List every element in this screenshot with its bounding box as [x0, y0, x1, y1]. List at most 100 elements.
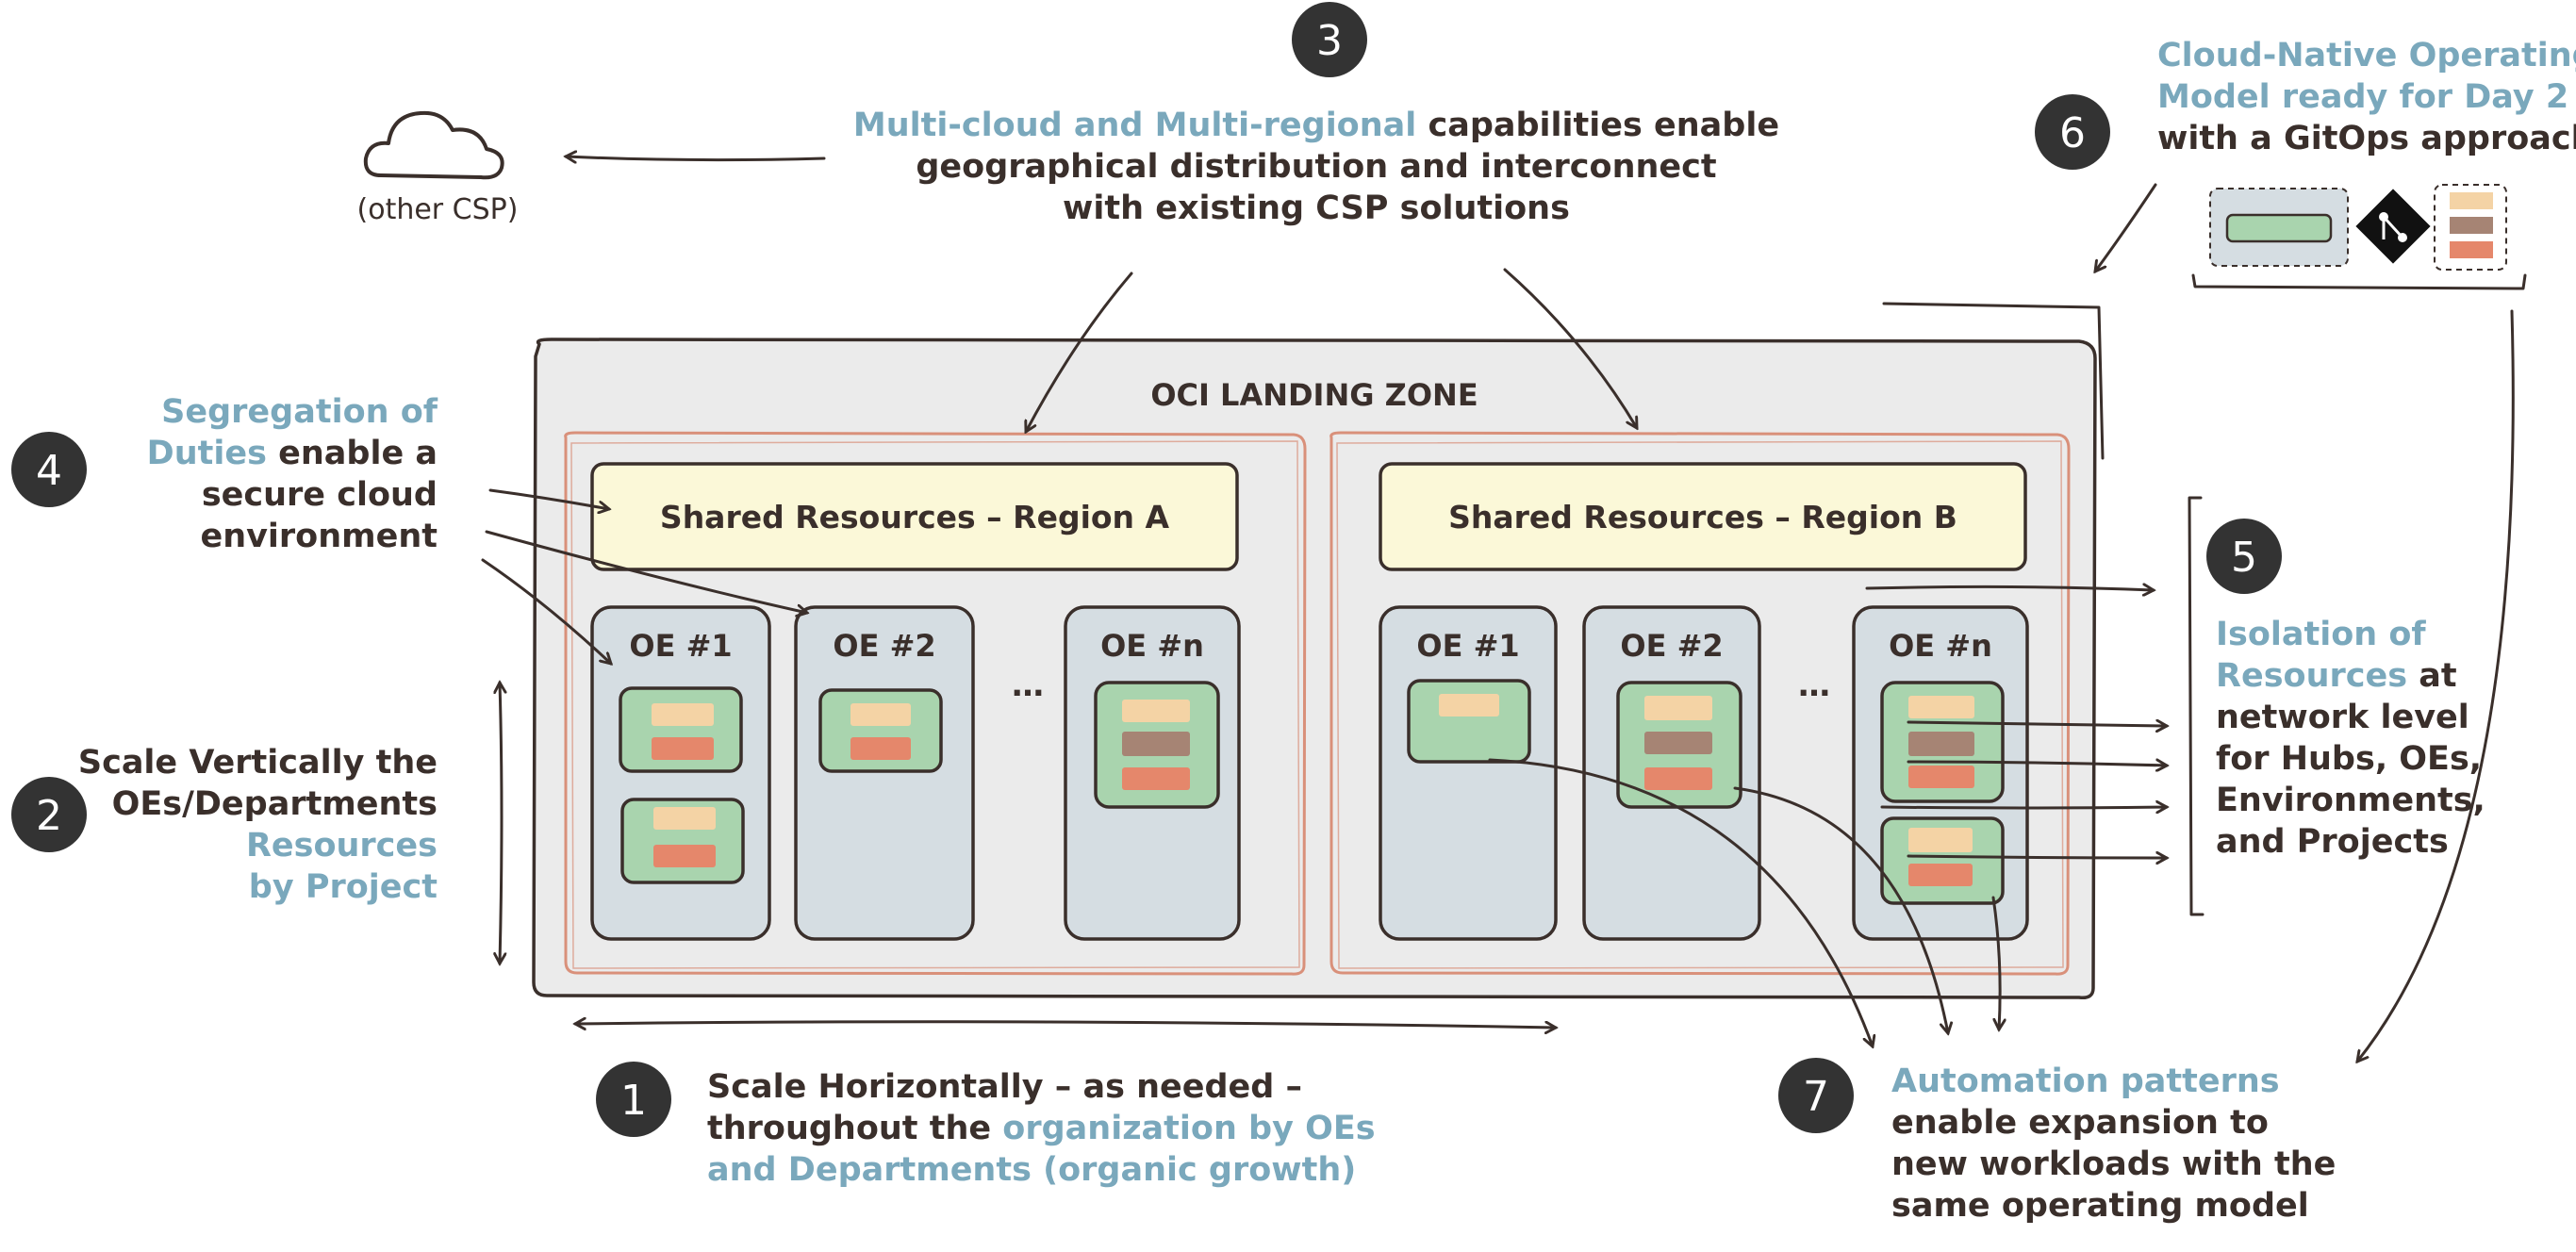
gitops-bracket [2191, 273, 2527, 290]
region-b-oe-1: OE #1 [1379, 605, 1558, 941]
oe-label: OE #n [1100, 628, 1204, 664]
gitops-target-box [2434, 184, 2507, 271]
callout-5-line3: network level [2216, 699, 2469, 736]
shared-resources-region-a: Shared Resources – Region A [590, 462, 1239, 571]
region-a-oe-n: OE #n [1064, 605, 1241, 941]
arrow-scale-vertical [500, 683, 502, 964]
region-a-oe-1: OE #1 [590, 605, 771, 941]
workload-box [1094, 681, 1220, 809]
shared-resources-region-b-label: Shared Resources – Region B [1448, 499, 1957, 535]
workload-box [1880, 681, 2005, 803]
callout-7-line4: same operating model [1891, 1187, 2309, 1225]
callout-2-number: 2 [36, 792, 62, 840]
oe-label: OE #1 [1416, 628, 1519, 664]
oe-label: OE #n [1889, 628, 1992, 664]
callout-5-line4: for Hubs, OEs, [2216, 740, 2482, 778]
callout-4-line1: Segregation of [161, 393, 438, 431]
callout-2: 2 Scale Vertically the OEs/Departments R… [11, 744, 438, 906]
arrow-duties-to-oe1 [481, 558, 611, 664]
isolation-bracket [2188, 496, 2204, 916]
callout-4-line4: environment [200, 518, 438, 555]
workload-box [1616, 681, 1742, 809]
callout-6-line3: with a GitOps approach [2157, 120, 2576, 157]
callout-6-line2: Model ready for Day 2 [2157, 78, 2568, 116]
callout-3-highlight: Multi-cloud and Multi-regional [853, 107, 1416, 144]
callout-1-number: 1 [620, 1077, 647, 1125]
callout-7-line1: Automation patterns [1891, 1063, 2280, 1100]
gitops-source-box [2209, 188, 2349, 267]
svg-text:Duties enable a: Duties enable a [147, 435, 438, 472]
callout-5-number: 5 [2231, 534, 2257, 582]
region-a-oe-2: OE #2 [794, 605, 975, 941]
callout-5: 5 Isolation of Resources at network leve… [2206, 519, 2485, 861]
region-b: Shared Resources – Region B [1329, 431, 2071, 976]
shared-resources-region-b: Shared Resources – Region B [1379, 462, 2027, 571]
callout-5-line5: Environments, [2216, 782, 2485, 819]
callout-6: 6 Cloud-Native Operating Model ready for… [2035, 37, 2576, 271]
callout-7-line3: new workloads with the [1891, 1145, 2336, 1183]
callout-1: 1 Scale Horizontally – as needed – throu… [596, 1062, 1376, 1189]
callout-3: 3 Multi-cloud and Multi-regional capabil… [853, 2, 1779, 227]
svg-text:throughout the organization by: throughout the organization by OEs [707, 1110, 1376, 1147]
callout-2-line4: by Project [249, 868, 438, 906]
arrow-to-other-csp [566, 156, 826, 160]
region-b-oe-n: OE #n [1852, 605, 2029, 941]
svg-text:Multi-cloud and Multi-regional: Multi-cloud and Multi-regional capabilit… [853, 107, 1779, 144]
callout-1-text: throughout the [707, 1110, 1002, 1147]
callout-3-number: 3 [1316, 17, 1343, 65]
callout-5-line6: and Projects [2216, 823, 2449, 861]
callout-1-line3: and Departments (organic growth) [707, 1151, 1356, 1189]
callout-3-line3: with existing CSP solutions [1063, 189, 1570, 227]
arrow-scale-horizontal [575, 1022, 1556, 1028]
shared-resources-region-a-label: Shared Resources – Region A [660, 499, 1170, 535]
oe-label: OE #1 [629, 628, 732, 664]
callout-4-text: enable a [267, 435, 438, 472]
callout-7-line2: enable expansion to [1891, 1104, 2269, 1142]
svg-text:Resources at: Resources at [2216, 657, 2457, 695]
other-csp-label: (other CSP) [357, 193, 519, 226]
callout-2-line3: Resources [246, 827, 438, 865]
arrow-gitops-to-automation [2357, 309, 2515, 1062]
git-icon [2355, 189, 2431, 264]
arrow-automation-2 [1733, 786, 1948, 1033]
arrow-isolation-2 [1907, 762, 2167, 766]
callout-3-line2: geographical distribution and interconne… [916, 148, 1716, 186]
other-csp: (other CSP) [357, 110, 519, 226]
callout-4-number: 4 [36, 447, 62, 495]
oe-label: OE #2 [1620, 628, 1723, 664]
arrow-automation-1 [1488, 758, 1873, 1046]
callout-2-line2: OEs/Departments [112, 785, 438, 823]
arrow-to-region-a [1026, 272, 1133, 432]
callout-4-highlight: Duties [147, 435, 267, 472]
callout-1-highlight: organization by OEs [1002, 1110, 1375, 1147]
arrow-automation-3 [1991, 896, 2000, 1030]
region-b-oe-2: OE #2 [1582, 605, 1761, 941]
arrow-duties-to-oe2 [485, 530, 807, 613]
gitops-to-landing-zone-line [1882, 302, 2105, 460]
arrow-isolation-3 [1880, 807, 2167, 808]
oe-ellipsis: … [1012, 667, 1044, 704]
arrows [481, 156, 2527, 1062]
oe-ellipsis: … [1798, 667, 1830, 704]
arrow-isolation-4 [1907, 856, 2167, 858]
callout-5-text: at [2407, 657, 2457, 695]
callout-6-line1: Cloud-Native Operating [2157, 37, 2576, 74]
landing-zone-title: OCI LANDING ZONE [1150, 377, 1478, 413]
callout-4: 4 Segregation of Duties enable a secure … [11, 393, 438, 555]
workload-box [619, 686, 743, 773]
callout-7-number: 7 [1803, 1073, 1829, 1121]
workload-box [620, 798, 745, 884]
callout-5-highlight: Resources [2216, 657, 2407, 695]
workload-box [1407, 679, 1531, 764]
callout-2-line1: Scale Vertically the [78, 744, 438, 782]
workload-box [818, 688, 943, 773]
workload-box [1880, 816, 2005, 905]
callout-4-line3: secure cloud [202, 476, 438, 514]
callout-6-number: 6 [2059, 109, 2086, 157]
cloud-icon [363, 110, 504, 180]
callout-3-text: capabilities enable [1416, 107, 1779, 144]
region-a: Shared Resources – Region A [564, 431, 1307, 976]
arrow-isolation-hub [1865, 586, 2154, 590]
callout-5-line1: Isolation of [2216, 616, 2426, 653]
